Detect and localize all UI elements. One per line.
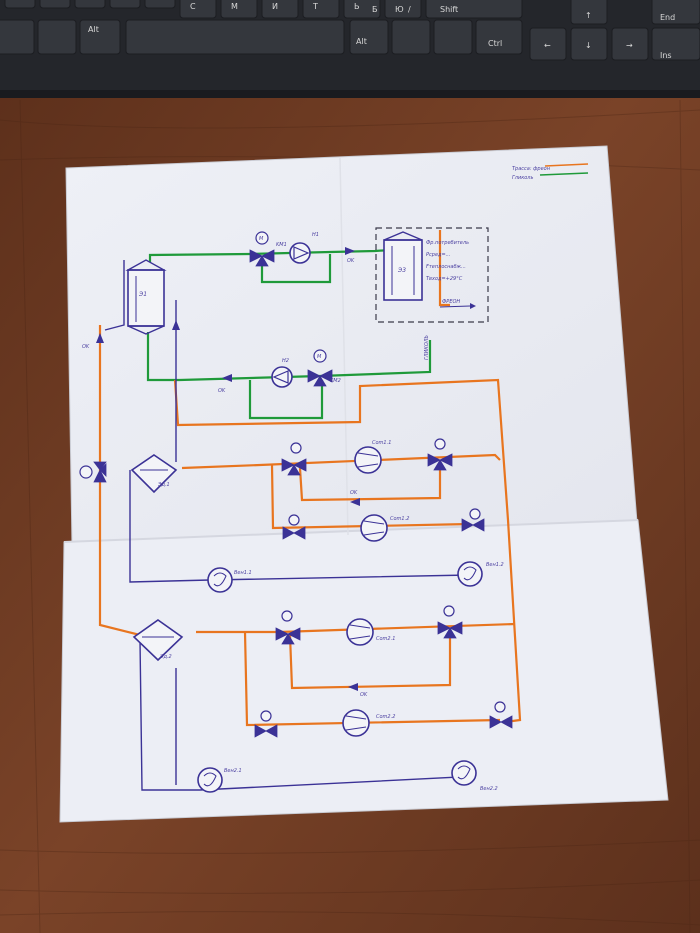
key-soft: Ь [354,2,360,11]
com21-label: Com2.1 [376,636,395,642]
valve-3way-glycol-top [249,249,275,267]
valve-3way-left [93,461,107,483]
legend-glycol-line [539,172,589,176]
key-shift: Shift [440,5,458,14]
fan21-label: Вен2.1 [224,768,242,774]
valve-com12-in [282,526,306,540]
key-slash: / [408,5,411,14]
heat-exchanger-3 [383,239,423,301]
key-end: End [660,13,675,22]
pump-1: H1 [289,232,319,264]
key-m: М [231,2,238,11]
valve-com22-in [254,724,278,738]
fan11-label: Вен1.1 [234,570,252,576]
valve-com22-out [489,715,513,729]
check-valve-4-label: OK [360,692,368,698]
valves [93,249,513,738]
key-ins: Ins [660,51,672,60]
legend-glycol-label: Гликоль [512,175,534,181]
com22-label: Com2.2 [376,714,395,720]
actuator-m1-label: M [259,236,264,242]
legend: Трасса: фреон Гликоль [512,163,589,181]
check-valve-3-label: OK [350,490,358,496]
actuator-m2-label: M [317,354,322,360]
heat-exchanger-1: Э1 [125,259,167,335]
km2-label: KM2 [330,378,341,384]
fan-2-2 [451,760,477,786]
consumer-line3: Tвход=+29°C [426,276,463,282]
com11-label: Com1.1 [372,440,391,446]
key-b: Б [372,5,378,14]
actuators [79,231,506,722]
check-valve-5-label: OK [82,344,90,350]
arrow-left-icon: ← [544,41,551,50]
valve-3way-com11-out [427,453,453,471]
paper-sheet [59,145,669,823]
compressor-1-1 [354,446,382,474]
valve-3way-com21-out [437,621,463,639]
keyboard: С М И Т Ь Б Ю / Shift End Alt Alt Ctrl I… [0,0,700,98]
arrow-up-icon: ↑ [585,11,592,20]
valve-3way-com11-in [281,458,307,476]
cond2-label: Эд.2 [159,654,172,660]
consumer-line1: Pсред=... [426,252,450,258]
consumer-line2: Fтеплоснабж... [426,264,466,270]
key-s: С [190,2,196,11]
valve-com12-out [461,518,485,532]
valve-3way-glycol-bottom [307,369,333,387]
cond1-label: Эд.1 [157,482,170,488]
key-alt-right: Alt [356,37,367,46]
compressor-1-2 [360,514,388,542]
com12-label: Com1.2 [390,516,409,522]
condenser-2: Эд.2 [132,619,184,662]
check-valve-1-label: OK [347,258,355,264]
fan-2-1 [197,767,223,793]
condenser-1: Эд.1 [130,454,178,494]
key-ctrl: Ctrl [488,39,502,48]
fan-1-2 [457,561,483,587]
fan22-label: Вен2.2 [480,786,498,792]
pump1-label: H1 [312,232,319,238]
check-valves [96,247,360,691]
key-i: И [272,2,278,11]
fan12-label: Вен1.2 [486,562,504,568]
arrow-right-icon: → [626,41,633,50]
check-valve-2-label: OK [218,388,226,394]
consumer-out-label: ФРЕОН [442,299,460,305]
fans [197,561,483,793]
compressor-2-2 [342,709,370,737]
valve-3way-com21-in [275,627,301,645]
compressor-2-1 [346,618,374,646]
fan-1-1 [207,567,233,593]
legend-freon-line [544,163,589,167]
consumer-title: Фр.потребитель [426,240,469,246]
km1-label: KM1 [276,242,287,248]
legend-freon-label: Трасса: фреон [512,166,551,172]
hx3-label: Э3 [397,267,406,274]
consumer-box: Э3 Фр.потребитель Pсред=... Fтеплоснабж.… [375,227,489,360]
key-t: Т [312,2,318,11]
hx1-label: Э1 [138,291,147,298]
pump-2: H2 [271,358,293,388]
pump2-label: H2 [282,358,289,364]
key-alt-left: Alt [88,25,99,34]
arrow-down-icon: ↓ [585,41,592,50]
key-yu: Ю [395,5,404,14]
glycol-vert-label: ГЛИКОЛЬ [424,335,430,360]
